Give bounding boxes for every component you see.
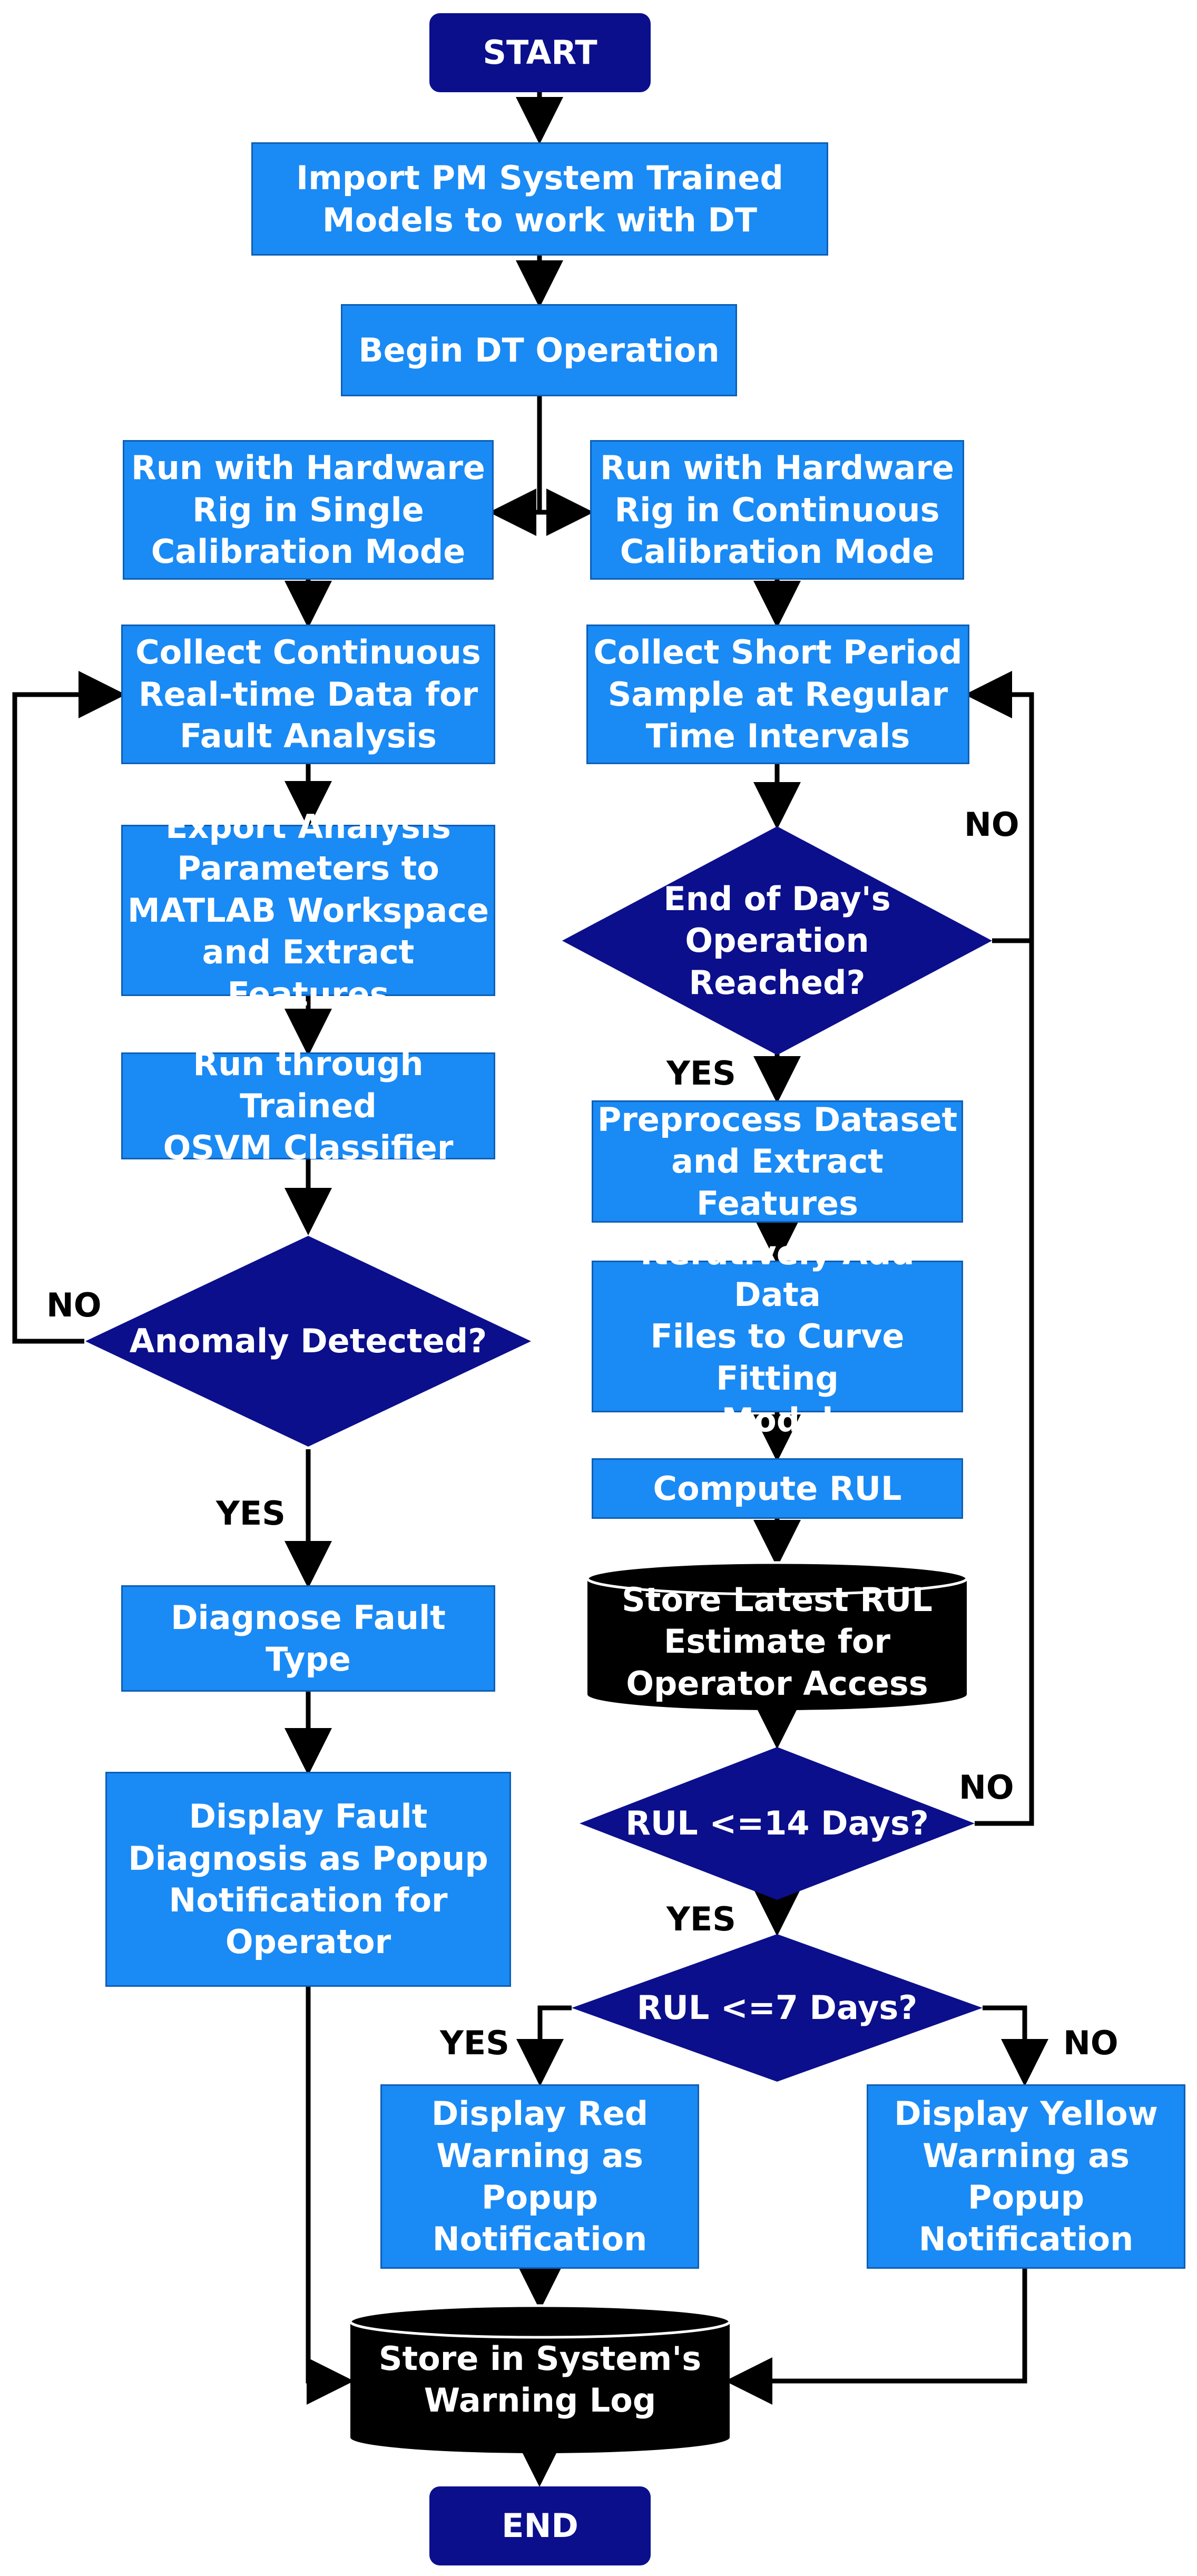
compute-rul-box: Compute RUL (592, 1458, 963, 1519)
export-analysis-box: Export Analysis Parameters to MATLAB Wor… (121, 807, 495, 1013)
arrow-anomaly-no-loop (12, 671, 126, 1344)
store-rul-label: Store Latest RUL Estimate for Operator A… (622, 1580, 933, 1703)
shapes (85, 826, 992, 2453)
red-warning-box: Display Red Warning as Popup Notificatio… (380, 2084, 699, 2269)
begin-dt-box: Begin DT Operation (341, 304, 737, 396)
run-continuous-mode-box: Run with Hardware Rig in Continuous Cali… (590, 440, 964, 580)
preprocess-box: Preprocess Dataset and Extract Features (592, 1100, 963, 1223)
rul7-no-label: NO (1063, 2024, 1118, 2062)
display-fault-box: Display Fault Diagnosis as Popup Notific… (105, 1772, 511, 1987)
arrow-rul7-yes (516, 2005, 572, 2086)
connectors (12, 92, 1048, 2487)
rul7-yes-label: YES (440, 2024, 509, 2062)
diagnose-fault-box: Diagnose Fault Type (121, 1585, 495, 1692)
rul7-decision-label: RUL <=7 Days? (636, 1988, 918, 2027)
collect-short-period-box: Collect Short Period Sample at Regular T… (586, 625, 969, 764)
arrow-yellow-to-log (725, 2269, 1027, 2405)
run-single-mode-box: Run with Hardware Rig in Single Calibrat… (123, 440, 494, 580)
endofday-yes-label: YES (666, 1054, 736, 1092)
rul14-decision-label: RUL <=14 Days? (625, 1804, 929, 1843)
rul7-decision-shape (572, 1934, 983, 2082)
endofday-no-label: NO (964, 805, 1019, 844)
anomaly-decision-label: Anomaly Detected? (129, 1322, 487, 1361)
anomaly-yes-label: YES (216, 1494, 286, 1533)
arrow-rul14-no-loop (965, 671, 1034, 1826)
yellow-warning-box: Display Yellow Warning as Popup Notifica… (867, 2084, 1185, 2269)
run-qsvm-box: Run through Trained QSVM Classifier (121, 1045, 495, 1167)
collect-continuous-box: Collect Continuous Real-time Data for Fa… (121, 625, 495, 764)
anomaly-no-label: NO (46, 1286, 102, 1324)
add-data-files-box: Iteratively Add Data Files to Curve Fitt… (592, 1234, 963, 1439)
arrow-display-fault-to-log (306, 1987, 354, 2405)
rul14-no-label: NO (959, 1768, 1014, 1807)
store-log-cylinder-shape (349, 2304, 731, 2453)
anomaly-decision-shape (85, 1236, 531, 1447)
store-log-label: Store in System's Warning Log (378, 2339, 702, 2419)
start-terminal: START (429, 13, 651, 92)
rul14-yes-label: YES (666, 1900, 736, 1938)
endofday-decision-label: End of Day's Operation Reached? (663, 879, 891, 1002)
import-models-box: Import PM System Trained Models to work … (251, 142, 828, 256)
end-terminal: END (429, 2486, 651, 2565)
store-rul-cylinder-shape (586, 1561, 968, 1710)
rul14-decision-shape (580, 1747, 975, 1900)
endofday-decision-shape (562, 826, 992, 1055)
arrow-rul7-no (983, 2005, 1048, 2086)
